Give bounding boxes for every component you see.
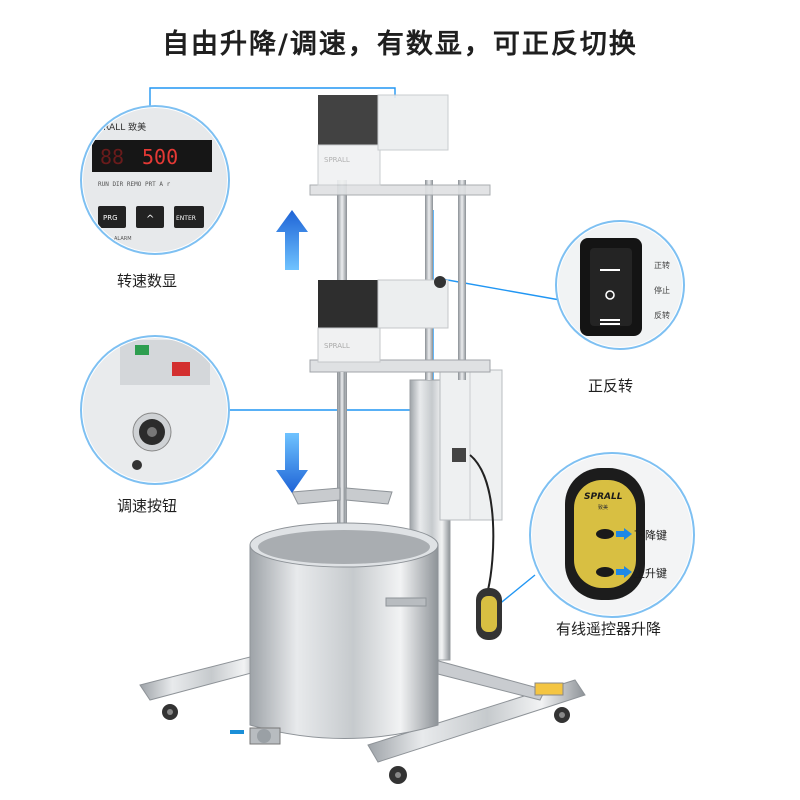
callout-direction-switch: 正转 停止 反转 bbox=[555, 220, 685, 350]
prg-key-label: PRG bbox=[103, 214, 118, 222]
caster-wheel-left bbox=[162, 704, 178, 720]
up-arrow bbox=[276, 210, 308, 270]
callout-line-display bbox=[149, 87, 396, 108]
upper-motor-brand: SPRALL bbox=[324, 156, 350, 164]
remote-brand: SPRALL bbox=[584, 492, 623, 502]
upper-motor: SPRALL bbox=[309, 94, 491, 196]
switch-label-forward: 正转 bbox=[654, 260, 670, 270]
caption-direction-switch: 正反转 bbox=[588, 377, 634, 395]
callout-speed-knob bbox=[80, 335, 230, 485]
switch-label-stop: 停止 bbox=[654, 285, 670, 295]
caption-speed-display: 转速数显 bbox=[117, 272, 178, 290]
caption-remote-control: 有线遥控器升降 bbox=[556, 620, 662, 638]
enter-key-label: ENTER bbox=[176, 215, 196, 222]
impeller bbox=[291, 372, 393, 552]
lower-motor-brand: SPRALL bbox=[324, 342, 350, 350]
remote-down-key-label: 下降键 bbox=[634, 528, 667, 542]
up-key-label: ^ bbox=[146, 214, 154, 225]
switch-label-reverse: 反转 bbox=[654, 310, 670, 320]
remote-up-key-label: 上升键 bbox=[634, 566, 667, 580]
caption-speed-knob: 调速按钮 bbox=[117, 497, 178, 515]
caster-wheel-front bbox=[389, 766, 407, 784]
stainless-tank bbox=[230, 522, 439, 745]
drain-valve bbox=[230, 727, 281, 745]
down-arrow bbox=[276, 433, 308, 493]
base-frame bbox=[139, 654, 586, 784]
remote-cable bbox=[469, 454, 502, 640]
remote-brand-sub: 致美 bbox=[598, 504, 608, 511]
svg-text:500: 500 bbox=[142, 145, 178, 169]
caster-wheel-right bbox=[554, 707, 570, 723]
headline: 自由升降/调速，有数显，可正反切换 bbox=[162, 29, 638, 60]
callout-remote-control: SPRALL 致美 下降键 上升键 bbox=[529, 452, 695, 618]
alarm-label: ALARM bbox=[114, 236, 132, 242]
svg-text:88: 88 bbox=[100, 145, 124, 169]
indicator-labels: RUN DIR REMO PRT A r bbox=[98, 181, 171, 188]
lower-motor: SPRALL bbox=[309, 276, 491, 373]
callout-speed-display: SPRALL 致美 88 500 RUN DIR REMO PRT A r PR… bbox=[80, 105, 230, 255]
